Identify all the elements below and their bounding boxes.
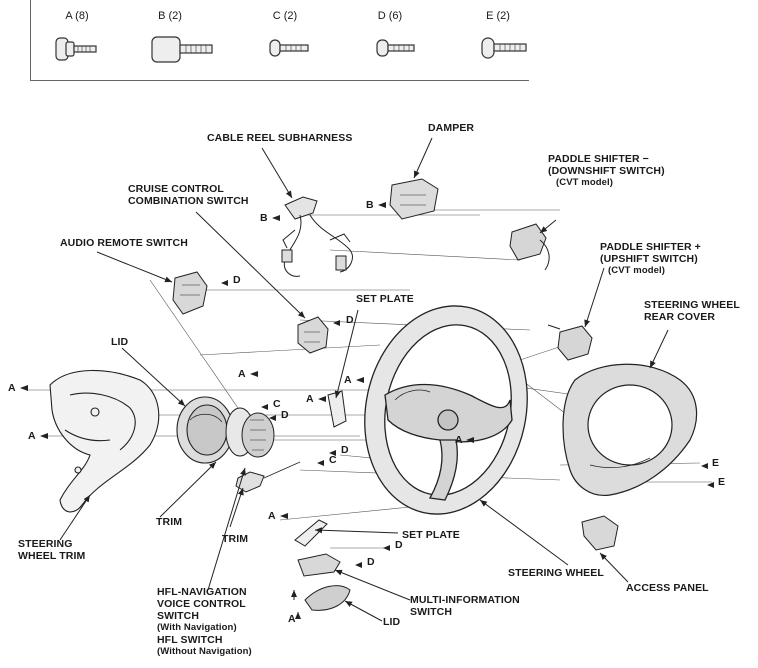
label-cruise-control-2: COMBINATION SWITCH xyxy=(128,195,249,207)
ref-d: D xyxy=(395,539,403,551)
steering-wheel-rear-cover-part xyxy=(562,363,698,497)
access-panel-part xyxy=(581,515,619,551)
paddle-shifter-up-part xyxy=(547,324,593,361)
label-set-plate-top: SET PLATE xyxy=(356,293,414,305)
label-access-panel: ACCESS PANEL xyxy=(626,582,709,594)
reference-markers xyxy=(20,202,714,568)
bolt-a-icon xyxy=(55,37,97,61)
ref-a: A xyxy=(288,613,296,625)
ref-e: E xyxy=(718,476,726,488)
label-damper: DAMPER xyxy=(428,122,475,134)
bolt-d-icon xyxy=(376,39,415,57)
label-lid-top: LID xyxy=(111,336,129,348)
ref-b: B xyxy=(260,212,268,224)
label-hfl-5: HFL SWITCH xyxy=(157,634,223,646)
label-trim-1: TRIM xyxy=(156,516,183,528)
label-paddle-shifter-down-2: (DOWNSHIFT SWITCH) xyxy=(548,165,665,177)
label-paddle-shifter-down-3: (CVT model) xyxy=(556,177,614,188)
ref-a: A xyxy=(8,382,16,394)
label-paddle-shifter-down-1: PADDLE SHIFTER − xyxy=(548,153,649,165)
label-trim-2: TRIM xyxy=(222,533,249,545)
label-hfl-1: HFL-NAVIGATION xyxy=(157,586,247,598)
fastener-e-label: E (2) xyxy=(486,10,510,22)
cable-reel-subharness-part xyxy=(281,196,353,277)
damper-part xyxy=(389,178,439,220)
label-paddle-shifter-up-2: (UPSHIFT SWITCH) xyxy=(600,253,698,265)
ref-c: C xyxy=(273,398,281,410)
label-hfl-4: (With Navigation) xyxy=(157,622,237,633)
ref-a: A xyxy=(344,374,352,386)
label-paddle-shifter-up-1: PADDLE SHIFTER + xyxy=(600,241,701,253)
label-wheel-trim-1: STEERING xyxy=(18,538,73,550)
label-wheel-trim-2: WHEEL TRIM xyxy=(18,550,86,562)
ref-d: D xyxy=(346,314,354,326)
label-steering-wheel: STEERING WHEEL xyxy=(508,567,604,579)
ref-d: D xyxy=(233,274,241,286)
fastener-b-label: B (2) xyxy=(158,10,182,22)
label-hfl-3: SWITCH xyxy=(157,610,200,622)
label-multi-info-1: MULTI-INFORMATION xyxy=(410,594,520,606)
lid-bottom-part xyxy=(304,585,351,611)
label-multi-info-2: SWITCH xyxy=(410,606,453,618)
label-paddle-shifter-up-3: (CVT model) xyxy=(608,265,666,276)
ref-a: A xyxy=(306,393,314,405)
ref-a: A xyxy=(455,434,463,446)
ref-a: A xyxy=(28,430,36,442)
label-cruise-control-1: CRUISE CONTROL xyxy=(128,183,224,195)
callout-arrows xyxy=(59,137,669,622)
ref-d: D xyxy=(341,444,349,456)
ref-a: A xyxy=(238,368,246,380)
paddle-shifter-down-part xyxy=(509,223,550,271)
fastener-d-label: D (6) xyxy=(377,10,403,22)
label-cable-reel-subharness: CABLE REEL SUBHARNESS xyxy=(207,132,353,144)
ref-b: B xyxy=(366,199,374,211)
label-hfl-2: VOICE CONTROL xyxy=(157,598,246,610)
label-lid-bottom: LID xyxy=(383,616,401,628)
ref-d: D xyxy=(367,556,375,568)
multi-information-switch-part xyxy=(297,553,341,577)
set-plate-top-part xyxy=(327,390,347,428)
cruise-control-switch-part xyxy=(297,316,329,354)
audio-remote-switch-part xyxy=(172,271,208,315)
fastener-a-label: A (8) xyxy=(65,10,89,22)
label-rear-cover-2: REAR COVER xyxy=(644,311,716,323)
bolt-b-icon xyxy=(151,36,213,63)
ref-d: D xyxy=(281,409,289,421)
label-set-plate-bottom: SET PLATE xyxy=(402,529,460,541)
bolt-c-icon xyxy=(269,39,309,57)
ref-a: A xyxy=(268,510,276,522)
label-audio-remote-switch: AUDIO REMOTE SWITCH xyxy=(60,237,188,249)
set-plate-bottom-part xyxy=(294,519,328,547)
label-rear-cover-1: STEERING WHEEL xyxy=(644,299,740,311)
ref-e: E xyxy=(712,457,720,469)
hfl-switch-part xyxy=(235,461,301,493)
steering-wheel-part xyxy=(364,305,528,515)
steering-wheel-trim-part xyxy=(49,369,160,513)
label-hfl-6: (Without Navigation) xyxy=(157,646,252,657)
ref-c: C xyxy=(329,454,337,466)
trim-ring-part xyxy=(225,407,275,458)
fastener-c-label: C (2) xyxy=(272,10,298,22)
lid-part xyxy=(176,396,234,464)
bolt-e-icon xyxy=(481,37,527,59)
fastener-legend-box xyxy=(30,0,529,81)
